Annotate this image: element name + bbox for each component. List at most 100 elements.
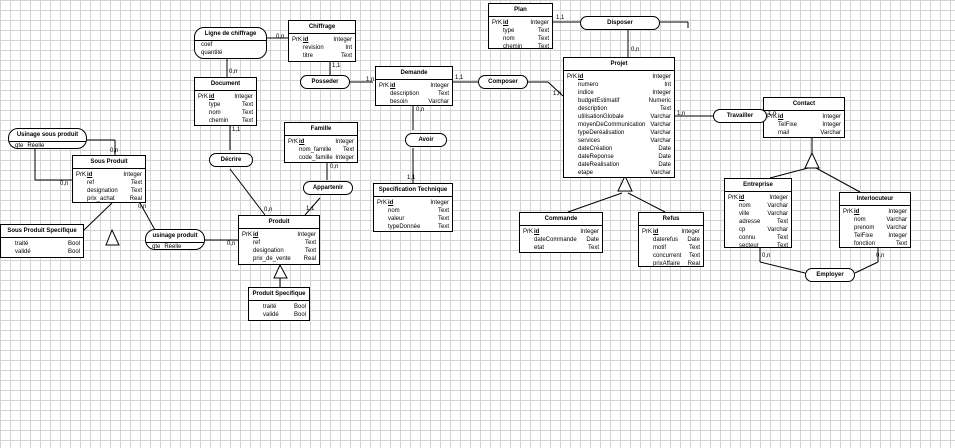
attribute-type: Integer: [822, 122, 841, 128]
attribute-type: Réelle: [27, 143, 45, 149]
association-title: Posseder: [311, 79, 339, 85]
attribute-type: Text: [342, 147, 354, 153]
assoc-posseder[interactable]: Posseder: [300, 75, 350, 89]
assoc-avoir[interactable]: Avoir: [405, 133, 447, 147]
attribute-type: Integer: [652, 74, 671, 80]
assoc-travailler[interactable]: Travailler: [713, 109, 767, 123]
cardinality-label: 1,1: [332, 63, 341, 69]
key-marker: [728, 202, 739, 210]
key-marker: [242, 247, 253, 255]
attribute-name: description: [390, 91, 420, 97]
attribute-type: Integer: [123, 172, 142, 178]
attribute-type: Int: [664, 82, 671, 88]
key-marker: [767, 121, 778, 129]
attribute-type: Réelle: [164, 244, 182, 250]
association-title: Disposer: [607, 20, 633, 26]
attribute-type: Text: [304, 248, 316, 254]
attribute-name: prixAffaire: [653, 261, 680, 267]
assoc-composer[interactable]: Composer: [478, 75, 528, 89]
association-divider: [9, 141, 86, 142]
cardinality-label: 1,n: [677, 111, 686, 117]
attribute-name: indice: [578, 90, 594, 96]
connector-line: [229, 168, 266, 216]
attribute-name: moyenDeCommunication: [578, 122, 646, 128]
key-marker: [642, 260, 653, 268]
cardinality-label: 0,n: [762, 253, 771, 259]
attribute-type: Date: [658, 162, 671, 168]
attribute-type: Text: [776, 243, 788, 249]
cardinality-label: 0,n: [330, 164, 339, 170]
attribute-name: id: [299, 139, 305, 145]
assoc-decrire[interactable]: Décrire: [209, 153, 253, 167]
key-marker: [567, 113, 578, 121]
attribute-type: Bool: [293, 304, 306, 310]
attribute-type: Varchar: [767, 227, 788, 233]
attribute-name: etat: [534, 245, 545, 251]
key-marker: PrK: [288, 139, 299, 145]
cardinality-label: 0,n: [60, 181, 69, 187]
attribute-name: qte: [15, 143, 24, 149]
attribute-type: Text: [688, 245, 700, 251]
attribute-name: cp: [739, 227, 746, 233]
attribute-type: Integer: [297, 232, 316, 238]
attribute-name: validé: [263, 312, 279, 318]
key-marker: [567, 121, 578, 129]
attribute-name: TelFixe: [778, 122, 798, 128]
attribute-name: id: [390, 83, 396, 89]
key-marker: PrK: [377, 200, 388, 206]
key-marker: [377, 223, 388, 231]
assoc-employer[interactable]: Employer: [805, 268, 855, 282]
attribute-type: Text: [241, 102, 253, 108]
attribute-type: Text: [130, 180, 142, 186]
assoc-appartenir[interactable]: Appartenir: [303, 181, 353, 195]
attribute-name: id: [209, 94, 215, 100]
attribute-name: quantité: [201, 50, 223, 56]
assoc-disposer[interactable]: Disposer: [580, 16, 660, 30]
key-marker: [567, 89, 578, 97]
key-marker: [767, 129, 778, 137]
entity-title: Interlocuteur: [840, 193, 910, 206]
attribute-name: ref: [253, 240, 261, 246]
key-marker: [379, 90, 390, 98]
association-divider: [146, 242, 204, 243]
connector-line: [304, 197, 321, 216]
